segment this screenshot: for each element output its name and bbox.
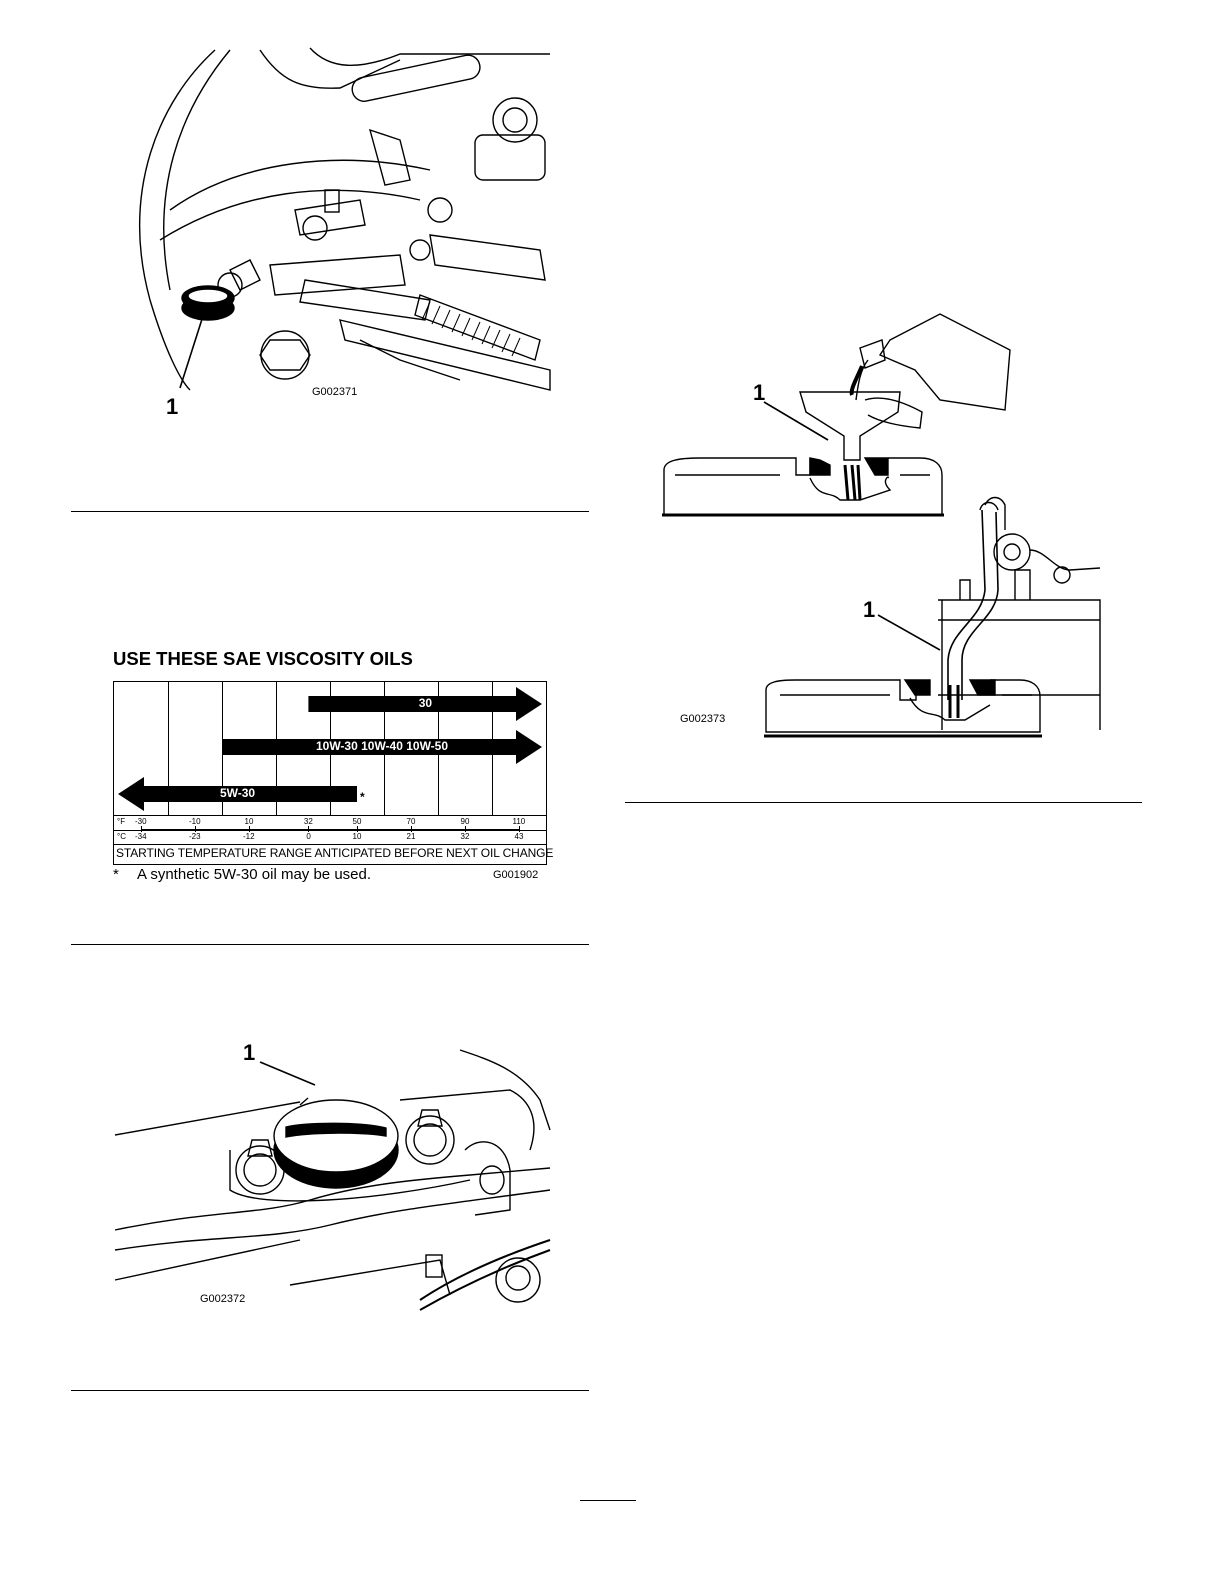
tick-baseline xyxy=(141,829,519,830)
chart-series-label: 5W-30 xyxy=(220,786,255,800)
funnel-callout: 1 xyxy=(753,380,765,406)
scale-separator-top xyxy=(114,815,546,816)
page-number-rule xyxy=(580,1500,636,1501)
chart-series-label: 10W-30 10W-40 10W-50 xyxy=(316,739,448,753)
figure-code: G001902 xyxy=(493,869,538,881)
celsius-tick: 0 xyxy=(306,832,310,841)
chart-series-label: 30 xyxy=(419,696,432,710)
celsius-tick: -12 xyxy=(243,832,255,841)
celsius-tick: -23 xyxy=(189,832,201,841)
chart-x-label: STARTING TEMPERATURE RANGE ANTICIPATED B… xyxy=(116,846,553,860)
oil-change-illustration xyxy=(660,300,1120,760)
chart-series-marker: * xyxy=(360,790,365,804)
figure-oil-drain-plug: 1 G002371 xyxy=(100,40,560,420)
fahrenheit-tick: 90 xyxy=(461,817,470,826)
divider-2 xyxy=(71,944,589,945)
fahrenheit-tick: 32 xyxy=(304,817,313,826)
divider-1 xyxy=(71,511,589,512)
fahrenheit-tick: 70 xyxy=(407,817,416,826)
figure-oil-change-methods: 1 1 G002373 xyxy=(660,300,1120,760)
scale-separator-bottom xyxy=(114,844,546,845)
drain-plug-illustration xyxy=(100,40,560,420)
fahrenheit-tick: 10 xyxy=(245,817,254,826)
viscosity-chart: USE THESE SAE VISCOSITY OILS 30 10W-30 10… xyxy=(113,648,553,888)
fahrenheit-tick: -10 xyxy=(189,817,201,826)
chart-footnote: *A synthetic 5W-30 oil may be used. xyxy=(113,866,371,883)
fahrenheit-unit: °F xyxy=(117,817,125,826)
pump-hose-callout: 1 xyxy=(863,597,875,623)
fahrenheit-tick: 110 xyxy=(513,817,526,826)
figure-code: G002372 xyxy=(200,1293,245,1305)
divider-4 xyxy=(625,802,1142,803)
fill-cap-callout: 1 xyxy=(243,1040,255,1066)
figure-code: G002371 xyxy=(312,386,357,398)
chart-title: USE THESE SAE VISCOSITY OILS xyxy=(113,648,413,670)
figure-oil-fill-cap: 1 G002372 xyxy=(110,1040,560,1320)
footnote-text: A synthetic 5W-30 oil may be used. xyxy=(137,866,371,883)
chart-frame: 30 10W-30 10W-40 10W-50 5W-30 * °F °C -30 -10 1… xyxy=(113,681,547,865)
fahrenheit-tick: 50 xyxy=(353,817,362,826)
tick-mark xyxy=(519,826,520,832)
scale-separator-mid xyxy=(114,830,546,831)
figure-code: G002373 xyxy=(680,713,725,725)
drain-plug-callout: 1 xyxy=(166,394,178,420)
fahrenheit-tick: -30 xyxy=(135,817,147,826)
celsius-tick: 32 xyxy=(461,832,470,841)
celsius-tick: 43 xyxy=(515,832,524,841)
divider-3 xyxy=(71,1390,589,1391)
fill-cap-illustration xyxy=(110,1040,560,1320)
celsius-tick: 10 xyxy=(353,832,362,841)
celsius-tick: 21 xyxy=(407,832,416,841)
footnote-marker: * xyxy=(113,866,137,883)
celsius-tick: -34 xyxy=(135,832,147,841)
celsius-unit: °C xyxy=(117,832,126,841)
